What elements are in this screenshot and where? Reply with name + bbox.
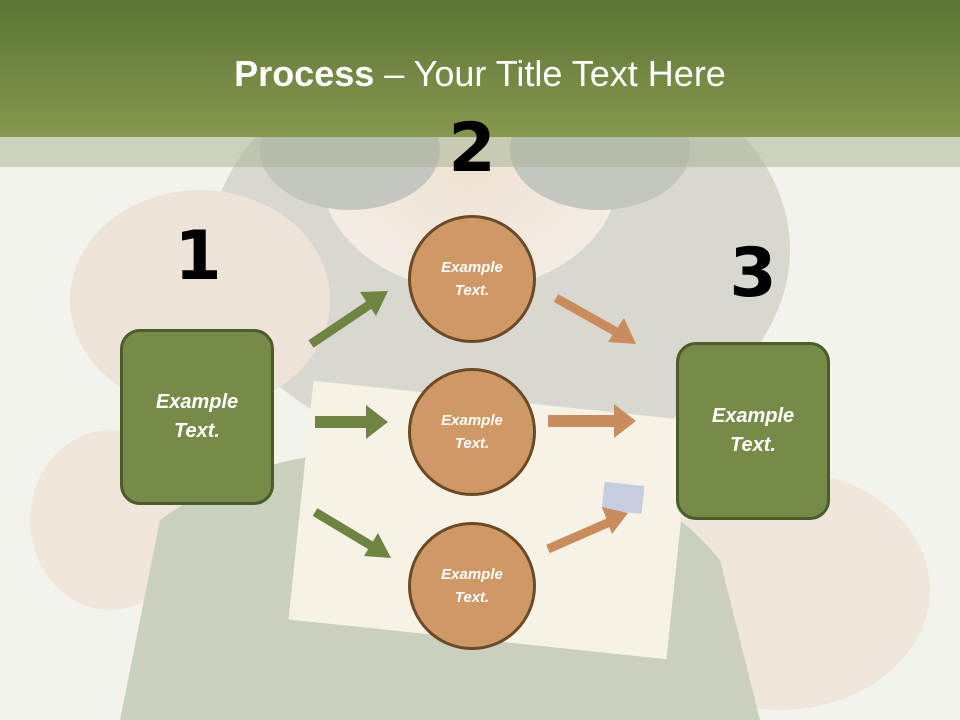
step-3-number: 3 <box>729 234 777 313</box>
circle-bottom-text: Example Text. <box>441 566 503 606</box>
step-2-circle-bottom: Example Text. <box>408 522 536 650</box>
circle-middle-text: Example Text. <box>441 412 503 452</box>
step-2-circle-top: Example Text. <box>408 215 536 343</box>
slide-title: Process – Your Title Text Here <box>0 52 960 96</box>
step-2-circle-middle: Example Text. <box>408 368 536 496</box>
step-2-number: 2 <box>448 109 496 188</box>
step-3-box: Example Text. <box>676 342 830 520</box>
step-1-number: 1 <box>174 217 222 296</box>
step-3-text: Example Text. <box>711 405 795 456</box>
title-bold: Process <box>234 53 375 94</box>
step-1-text: Example Text. <box>155 391 239 442</box>
circle-top-text: Example Text. <box>441 259 503 299</box>
title-rest: – Your Title Text Here <box>374 53 726 94</box>
title-bar <box>0 0 960 137</box>
title-bar-band <box>0 137 960 167</box>
step-1-box: Example Text. <box>120 329 274 505</box>
